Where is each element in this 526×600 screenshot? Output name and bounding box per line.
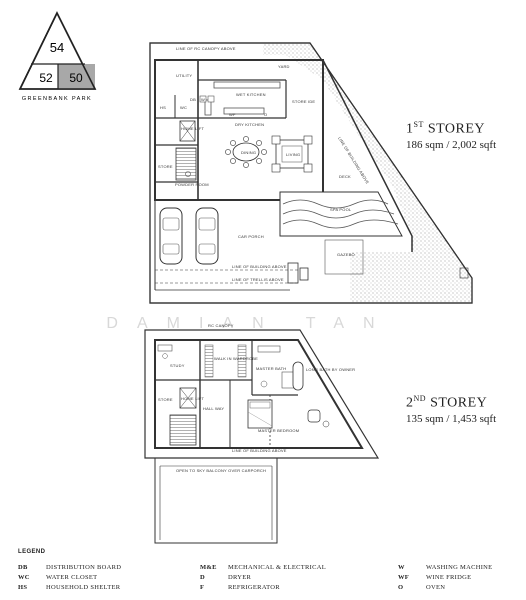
second-storey-plan: RC CANOPY STUDY WALK IN WARDROBE MASTER … [144, 323, 380, 544]
legend-abbr: DB [18, 564, 28, 571]
second-storey-number: 2 [406, 395, 414, 411]
label-yard: YARD [278, 64, 290, 69]
label-utility: UTILITY [176, 73, 192, 78]
first-storey-word: STOREY [427, 121, 486, 137]
logo-name: GREENBANK PARK [22, 96, 92, 102]
label-home-lift-2: HOME LIFT [181, 396, 204, 401]
legend-text: MECHANICAL & ELECTRICAL [228, 564, 327, 571]
label-car-porch: CAR PORCH [238, 234, 264, 239]
legend-item: WC WATER CLOSET [18, 574, 97, 581]
label-wf: WF [229, 112, 236, 117]
legend-text: REFRIGERATOR [228, 584, 280, 591]
legend-item: HS HOUSEHOLD SHELTER [18, 584, 120, 591]
car-icon [159, 207, 183, 265]
label-dining: DINING [241, 150, 256, 155]
label-db: DB [190, 97, 196, 102]
legend-abbr: M&E [200, 564, 217, 571]
label-canopy: LINE OF RC CANOPY ABOVE [176, 46, 236, 51]
label-home-lift: HOME LIFT [181, 126, 204, 131]
label-o: O [264, 112, 267, 117]
second-storey-outline [144, 329, 380, 459]
label-deck: DECK [339, 174, 351, 179]
legend-text: DISTRIBUTION BOARD [46, 564, 122, 571]
living-sofa [271, 135, 313, 173]
legend-abbr: WC [18, 574, 30, 581]
label-dry-kitchen: DRY KITCHEN [235, 122, 264, 127]
label-store-2: STORE [158, 397, 173, 402]
label-long-bath: LONG BATH BY OWNER [306, 367, 355, 372]
first-storey-plan: LINE OF RC CANOPY ABOVE YARD UTILITY WET… [149, 42, 473, 304]
dining-table [225, 136, 267, 168]
second-storey-word: STOREY [430, 395, 488, 411]
legend-item: O OVEN [398, 584, 445, 591]
second-storey-area: 135 sqm / 1,453 sqft [406, 413, 497, 425]
legend-item: D DRYER [200, 574, 251, 581]
label-store-ide: STORE IDE [292, 99, 315, 104]
legend-abbr: D [200, 574, 205, 581]
label-rc-canopy: RC CANOPY [208, 323, 234, 328]
legend-text: WASHING MACHINE [426, 564, 493, 571]
logo-left-number: 52 [39, 71, 53, 85]
label-store: STORE [158, 164, 173, 169]
label-hs: HS [160, 105, 166, 110]
legend-item: F REFRIGERATOR [200, 584, 280, 591]
legend-abbr: F [200, 584, 205, 591]
first-storey-area: 186 sqm / 2,002 sqft [406, 139, 497, 151]
legend-text: WATER CLOSET [46, 574, 98, 581]
armchair [307, 409, 330, 428]
legend-item: WF WINE FRIDGE [398, 574, 471, 581]
first-storey-ordinal: ST [413, 120, 424, 129]
second-storey-ordinal: ND [413, 394, 427, 403]
label-powder-room: POWDER ROOM [175, 182, 209, 187]
legend-abbr: WF [398, 574, 410, 581]
master-bed [247, 399, 273, 429]
label-living: LIVING [286, 152, 300, 157]
first-storey-number: 1 [406, 121, 414, 137]
label-hallway: HALL WAY [203, 406, 224, 411]
greenbank-logo: 54 52 50 GREENBANK PARK [18, 11, 97, 102]
label-wc: WC [180, 105, 187, 110]
label-building-above-2: LINE OF BUILDING ABOVE [232, 448, 287, 453]
label-sky-balcony: OPEN TO SKY BALCONY OVER CARPORCH [176, 468, 266, 473]
garden-grass [263, 43, 472, 303]
first-storey-title: 1ST STOREY [406, 120, 485, 138]
label-master-bath: MASTER BATH [256, 366, 286, 371]
legend-abbr: W [398, 564, 405, 571]
legend-abbr: HS [18, 584, 28, 591]
legend-item: M&E MECHANICAL & ELECTRICAL [200, 564, 326, 571]
label-building-above: LINE OF BUILDING ABOVE [232, 264, 287, 269]
legend-heading: LEGEND [18, 549, 46, 555]
legend-item: W WASHING MACHINE [398, 564, 492, 571]
label-study: STUDY [170, 363, 185, 368]
legend-item: DB DISTRIBUTION BOARD [18, 564, 121, 571]
label-gazebo: GAZEBO [337, 252, 355, 257]
legend-text: DRYER [228, 574, 252, 581]
label-wet-kitchen: WET KITCHEN [236, 92, 266, 97]
label-w: W [201, 97, 205, 102]
spa-pool [279, 191, 403, 237]
car-icon [195, 207, 219, 265]
legend-text: OVEN [426, 584, 446, 591]
second-storey-title: 2ND STOREY [406, 394, 487, 412]
watermark: DAMIAN TAN [106, 315, 393, 332]
legend-text: WINE FRIDGE [426, 574, 472, 581]
legend-abbr: O [398, 584, 404, 591]
logo-right-number: 50 [69, 71, 83, 85]
label-master-bedroom: MASTER BEDROOM [258, 428, 299, 433]
label-trellis-above: LINE OF TRELLIS ABOVE [232, 277, 284, 282]
label-walk-in-wardrobe: WALK IN WARDROBE [214, 356, 258, 361]
legend-text: HOUSEHOLD SHELTER [46, 584, 121, 591]
logo-top-number: 54 [50, 40, 64, 55]
label-spa-pool: SPA POOL [330, 207, 352, 212]
